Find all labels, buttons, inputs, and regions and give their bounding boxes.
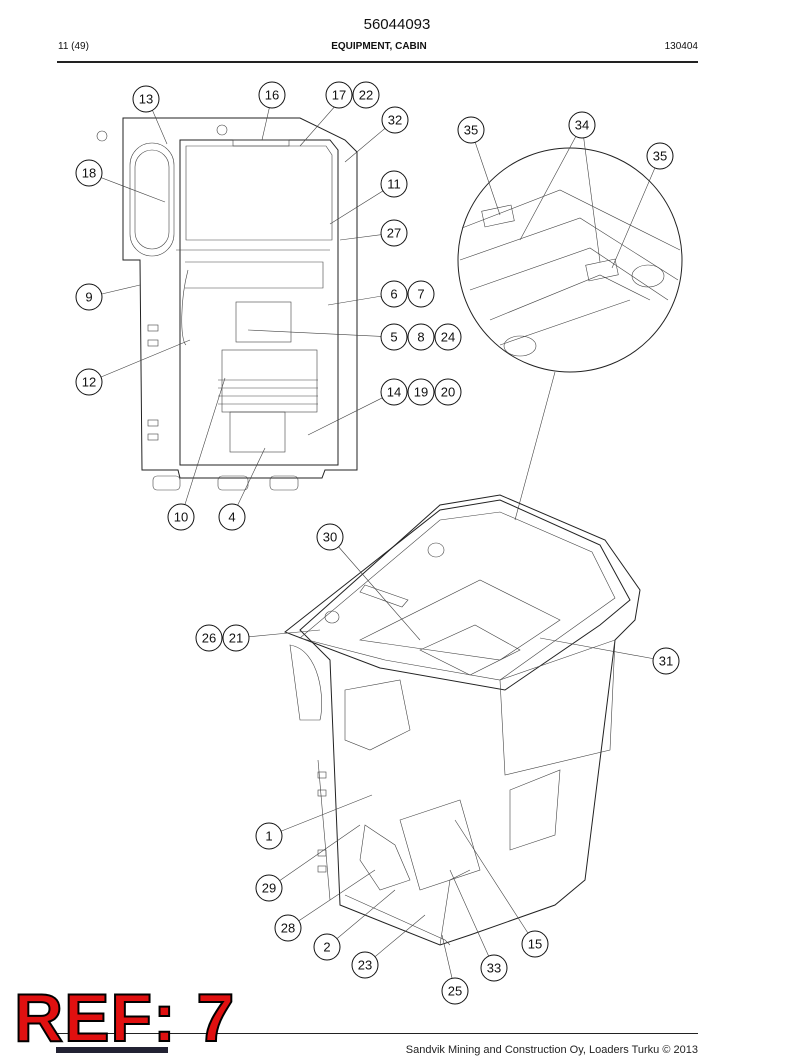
callout-27: 27 xyxy=(380,219,408,247)
svg-text:6: 6 xyxy=(390,287,397,302)
callout-14: 14 xyxy=(380,378,408,406)
callout-20: 20 xyxy=(434,378,462,406)
header-divider xyxy=(57,61,698,63)
callout-8: 8 xyxy=(407,323,435,351)
callout-24: 24 xyxy=(434,323,462,351)
callout-19: 19 xyxy=(407,378,435,406)
svg-text:5: 5 xyxy=(390,330,397,345)
callout-2: 2 xyxy=(313,933,341,961)
callout-12: 12 xyxy=(75,368,103,396)
leader-lines xyxy=(88,95,667,992)
svg-text:11: 11 xyxy=(387,177,401,192)
callout-30: 30 xyxy=(316,523,344,551)
svg-text:12: 12 xyxy=(82,375,96,390)
svg-text:20: 20 xyxy=(441,385,455,400)
svg-text:9: 9 xyxy=(85,290,92,305)
svg-text:13: 13 xyxy=(139,92,153,107)
svg-text:30: 30 xyxy=(323,530,337,545)
svg-text:22: 22 xyxy=(359,88,373,103)
svg-text:18: 18 xyxy=(82,166,96,181)
footer-company: Sandvik Mining and Construction Oy, Load… xyxy=(405,1044,698,1056)
section-title: EQUIPMENT, CABIN xyxy=(331,41,427,52)
callout-28: 28 xyxy=(274,914,302,942)
svg-text:26: 26 xyxy=(202,631,216,646)
page-count: 11 (49) xyxy=(58,41,89,52)
detail-zoom-view xyxy=(457,147,683,521)
svg-text:25: 25 xyxy=(448,984,462,999)
svg-text:28: 28 xyxy=(281,921,295,936)
svg-text:33: 33 xyxy=(487,961,501,976)
svg-text:31: 31 xyxy=(659,654,673,669)
callout-22: 22 xyxy=(352,81,380,109)
callout-21: 21 xyxy=(222,624,250,652)
svg-text:1: 1 xyxy=(265,829,272,844)
document-code: 130404 xyxy=(664,41,698,52)
callout-35-right: 35 xyxy=(646,142,674,170)
callout-31: 31 xyxy=(652,647,680,675)
callout-1: 1 xyxy=(255,822,283,850)
svg-text:27: 27 xyxy=(387,226,401,241)
svg-text:2: 2 xyxy=(323,940,330,955)
svg-text:23: 23 xyxy=(358,958,372,973)
svg-text:14: 14 xyxy=(387,385,401,400)
callout-10: 10 xyxy=(167,503,195,531)
callout-4: 4 xyxy=(218,503,246,531)
svg-text:17: 17 xyxy=(332,88,346,103)
document-number: 56044093 xyxy=(363,16,431,33)
svg-text:34: 34 xyxy=(575,118,589,133)
callout-15: 15 xyxy=(521,930,549,958)
svg-text:19: 19 xyxy=(414,385,428,400)
svg-text:15: 15 xyxy=(528,937,542,952)
svg-text:4: 4 xyxy=(228,510,235,525)
cabin-isometric-view xyxy=(283,494,641,946)
footer-divider xyxy=(57,1033,698,1034)
callout-5: 5 xyxy=(380,323,408,351)
callout-7: 7 xyxy=(407,280,435,308)
callout-9: 9 xyxy=(75,283,103,311)
callout-33: 33 xyxy=(480,954,508,982)
svg-text:16: 16 xyxy=(265,88,279,103)
svg-text:21: 21 xyxy=(229,631,243,646)
callout-18: 18 xyxy=(75,159,103,187)
callout-11: 11 xyxy=(380,170,408,198)
callout-13: 13 xyxy=(132,85,160,113)
ref-stamp: REF: 7 xyxy=(13,980,236,1056)
callout-26: 26 xyxy=(195,624,223,652)
svg-text:24: 24 xyxy=(441,330,455,345)
svg-text:7: 7 xyxy=(417,287,424,302)
svg-text:32: 32 xyxy=(388,113,402,128)
svg-text:29: 29 xyxy=(262,881,276,896)
callout-35-left: 35 xyxy=(457,116,485,144)
callout-17: 17 xyxy=(325,81,353,109)
callout-32: 32 xyxy=(381,106,409,134)
svg-text:8: 8 xyxy=(417,330,424,345)
callout-6: 6 xyxy=(380,280,408,308)
cabin-front-view xyxy=(96,117,358,491)
callout-23: 23 xyxy=(351,951,379,979)
svg-text:35: 35 xyxy=(464,123,478,138)
svg-text:10: 10 xyxy=(174,510,188,525)
callout-34: 34 xyxy=(568,111,596,139)
callout-25: 25 xyxy=(441,977,469,1005)
callout-16: 16 xyxy=(258,81,286,109)
svg-text:35: 35 xyxy=(653,149,667,164)
company-logo xyxy=(56,1047,168,1053)
callout-29: 29 xyxy=(255,874,283,902)
